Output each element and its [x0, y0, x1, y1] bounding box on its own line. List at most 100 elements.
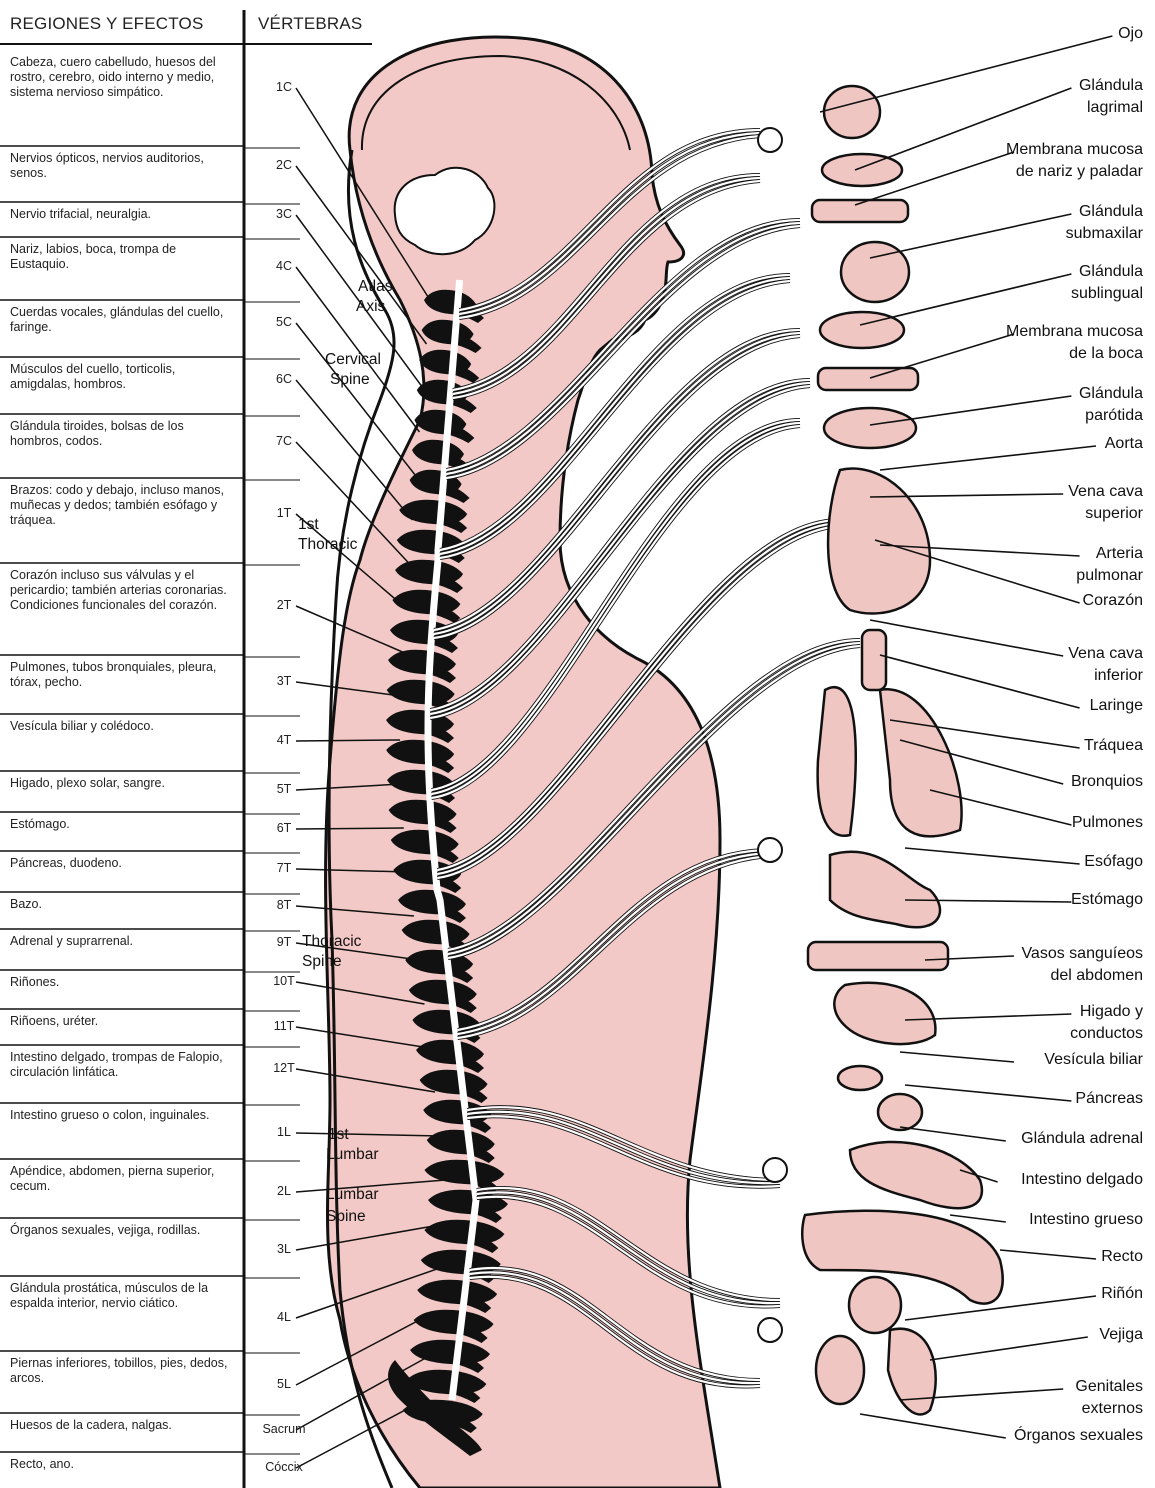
organ-leader-line [905, 848, 1080, 864]
organ-label-line1: Vasos sanguíeos [1021, 943, 1143, 965]
organ-label: Laringe [1090, 695, 1143, 717]
vertebra-label: 6T [262, 821, 306, 835]
region-text: Páncreas, duodeno. [10, 856, 236, 871]
organ-label-line2: sublingual [1071, 283, 1143, 305]
organ-label-line1: Glándula [1079, 75, 1143, 97]
organ-label-line1: Glándula [1079, 383, 1143, 405]
axis-label: Axis [356, 297, 385, 316]
region-text: Piernas inferiores, tobillos, pies, dedo… [10, 1356, 236, 1386]
region-text: Riñones. [10, 975, 236, 990]
organ-leader-line [870, 396, 1071, 425]
organ-label-line2: inferior [1068, 665, 1143, 687]
organ-label-line1: Ojo [1118, 23, 1143, 45]
organ-label: Esófago [1084, 851, 1143, 873]
region-text: Órganos sexuales, vejiga, rodillas. [10, 1223, 236, 1238]
lumbar-spine-label: Spine [326, 1207, 366, 1226]
table-grid [0, 0, 372, 1488]
ganglion [758, 1318, 782, 1342]
organ-label-line1: Vena cava [1068, 481, 1143, 503]
first-thoracic-label-b: Thoracic [298, 535, 357, 554]
organ-label-line1: Intestino delgado [1021, 1169, 1143, 1191]
ganglion [763, 1158, 787, 1182]
organ-label-line1: Aorta [1105, 433, 1143, 455]
region-text: Nervios ópticos, nervios auditorios, sen… [10, 151, 236, 181]
vertebra-label: 2T [262, 598, 306, 612]
cervical-label: Cervical [325, 350, 381, 369]
region-text: Nariz, labios, boca, trompa de Eustaquio… [10, 242, 236, 272]
organ-label-line2: del abdomen [1021, 965, 1143, 987]
organ-label: Riñón [1101, 1283, 1143, 1305]
vertebra-label: 3C [262, 207, 306, 221]
vertebra-label: 4C [262, 259, 306, 273]
organ-label-line1: Glándula [1066, 201, 1143, 223]
region-text: Nervio trifacial, neuralgia. [10, 207, 236, 222]
organ-shape [808, 942, 948, 970]
thoracic-spine-label: Spine [302, 952, 342, 971]
vertebra-label: 10T [262, 974, 306, 988]
organ-label: Intestino grueso [1029, 1209, 1143, 1231]
organ-label: Páncreas [1075, 1088, 1143, 1110]
organ-leader-line [900, 1127, 1006, 1141]
organ-label-line2: lagrimal [1079, 97, 1143, 119]
organ-label-line2: conductos [1070, 1023, 1143, 1045]
organ-label-line1: Estómago [1071, 889, 1143, 911]
organ-label: Aorta [1105, 433, 1143, 455]
lumbar-label: Lumbar [326, 1185, 379, 1204]
vertebra-label: 1C [262, 80, 306, 94]
organ-shape [880, 689, 962, 836]
organ-label-line2: externos [1075, 1398, 1143, 1420]
atlas-label: Atlas [358, 277, 392, 296]
organ-label-line2: de nariz y paladar [1006, 161, 1143, 183]
vertebra-label: Cóccix [262, 1460, 306, 1474]
vertebra-label: 5C [262, 315, 306, 329]
organ-label-line1: Glándula adrenal [1021, 1128, 1143, 1150]
organ-label-line1: Arteria [1076, 543, 1143, 565]
region-text: Intestino grueso o colon, inguinales. [10, 1108, 236, 1123]
organ-shape [818, 687, 856, 836]
vertebra-label: 4L [262, 1310, 306, 1324]
organ-shape [849, 1277, 901, 1333]
region-text: Intestino delgado, trompas de Falopio, c… [10, 1050, 236, 1080]
cervical-spine-label: Spine [330, 370, 370, 389]
organ-label-line2: pulmonar [1076, 565, 1143, 587]
organ-label: Órganos sexuales [1014, 1425, 1143, 1447]
vertebra-label: 3T [262, 674, 306, 688]
organ-label: Vesícula biliar [1044, 1049, 1143, 1071]
organ-label-line1: Higado y [1070, 1001, 1143, 1023]
vertebra-label: 9T [262, 935, 306, 949]
organ-label-line1: Páncreas [1075, 1088, 1143, 1110]
organ-label: Vena cavainferior [1068, 643, 1143, 687]
organ-leader-line [1000, 1250, 1096, 1259]
organ-shape [834, 983, 935, 1044]
first-lumbar-label-b: Lumbar [326, 1145, 379, 1164]
organ-label: Corazón [1083, 590, 1143, 612]
vertebra-label: 6C [262, 372, 306, 386]
vertebra-label: 8T [262, 898, 306, 912]
organ-label-line1: Corazón [1083, 590, 1143, 612]
organ-shape [818, 368, 918, 390]
region-text: Estómago. [10, 817, 236, 832]
organ-leader-line [900, 1052, 1014, 1062]
organ-label: Glándula adrenal [1021, 1128, 1143, 1150]
vertebra-label: 4T [262, 733, 306, 747]
organ-leader-line [880, 446, 1096, 470]
first-thoracic-label-a: 1st [298, 515, 319, 534]
region-text: Apéndice, abdomen, pierna superior, cecu… [10, 1164, 236, 1194]
organ-leader-line [905, 1296, 1096, 1320]
organ-shape [802, 1211, 1002, 1304]
organ-shape [888, 1329, 936, 1415]
vertebra-label: 1L [262, 1125, 306, 1139]
organ-label-line1: Tráquea [1084, 735, 1143, 757]
organ-shape [850, 1142, 982, 1208]
region-text: Corazón incluso sus válvulas y el perica… [10, 568, 236, 613]
region-text: Bazo. [10, 897, 236, 912]
organ-label-line2: superior [1068, 503, 1143, 525]
region-text: Glándula tiroides, bolsas de los hombros… [10, 419, 236, 449]
organ-label-line1: Esófago [1084, 851, 1143, 873]
organ-label-line1: Membrana mucosa [1006, 139, 1143, 161]
organ-label: Bronquios [1071, 771, 1143, 793]
organ-shape [838, 1066, 882, 1090]
organ-shape [862, 630, 886, 690]
region-text: Huesos de la cadera, nalgas. [10, 1418, 236, 1433]
